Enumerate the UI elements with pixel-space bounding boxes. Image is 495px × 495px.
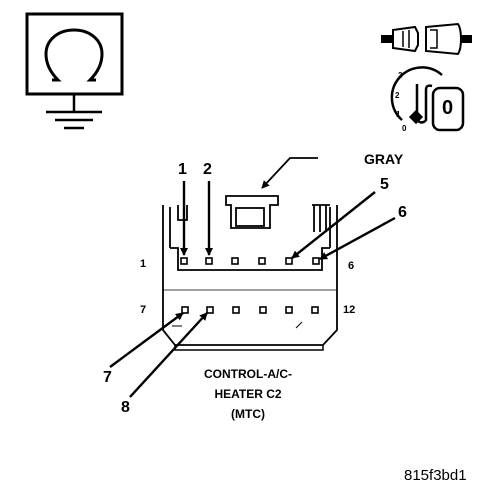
ignition-position-1: 1 [396, 110, 401, 119]
cavity-9 [232, 306, 240, 314]
cavity-10 [259, 306, 267, 314]
reference-id: 815f3bd1 [404, 467, 467, 484]
connector-name-line2: HEATER C2 [214, 387, 282, 401]
callout-8: 8 [121, 399, 130, 416]
arrow-6 [319, 216, 396, 261]
connector-body [162, 195, 338, 351]
cavity-5 [285, 257, 293, 265]
cavity-1 [180, 257, 188, 265]
cavity-12 [311, 306, 319, 314]
terminal-cavities [180, 257, 320, 314]
callout-5: 5 [380, 176, 389, 193]
row-label-bottom-left: 7 [140, 304, 147, 316]
cavity-2 [205, 257, 213, 265]
row-label-bottom-right: 12 [343, 304, 356, 316]
arrow-5 [291, 191, 376, 259]
callout-6: 6 [398, 204, 407, 221]
cavity-8 [206, 306, 214, 314]
callout-arrows [109, 157, 396, 398]
cavity-11 [285, 306, 293, 314]
cavity-6 [312, 257, 320, 265]
ignition-position-3: 3 [398, 71, 403, 80]
ignition-position-2: 2 [395, 91, 400, 100]
cavity-7 [181, 306, 189, 314]
connector-name: CONTROL-A/C- HEATER C2 (MTC) [168, 364, 328, 424]
row-label-top-left: 1 [140, 258, 147, 270]
callout-7: 7 [103, 369, 112, 386]
row-label-top-right: 6 [348, 260, 355, 272]
wire-color-label: GRAY [364, 151, 404, 167]
ignition-key-icon [390, 66, 465, 132]
arrow-8 [129, 312, 208, 398]
cavity-3 [231, 257, 239, 265]
connector-name-line1: CONTROL-A/C- [204, 367, 292, 381]
cavity-4 [258, 257, 266, 265]
arrow-7 [109, 312, 184, 368]
callout-2: 2 [203, 161, 212, 178]
ignition-position-0: 0 [402, 124, 407, 133]
ohmmeter-icon [25, 12, 124, 130]
key-label: 0 [442, 97, 454, 119]
callout-1: 1 [178, 161, 187, 178]
arrow-gray [261, 157, 318, 189]
disconnected-connector-icon [381, 22, 472, 56]
connector-name-line3: (MTC) [231, 407, 265, 421]
